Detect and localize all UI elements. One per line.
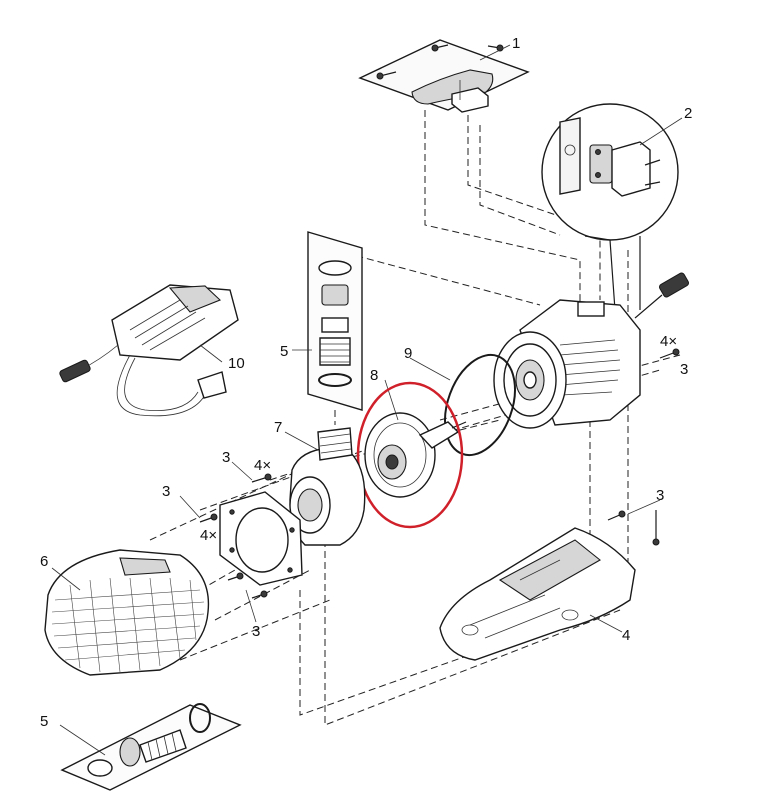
callout-labels: 1 2 4× 3 9 8 5 10 7 3 4× 3 4× 3 6 3 4 5: [40, 35, 692, 730]
impeller-highlight-circle: [356, 381, 464, 529]
callout-1: 1: [512, 35, 520, 52]
part-6-filter-basket: [44, 549, 210, 676]
callout-3-right-bot: 3: [656, 487, 664, 504]
callout-3-right-top: 3: [680, 361, 688, 378]
leader-3-left-top: [231, 461, 253, 481]
screws-base: [607, 510, 660, 546]
callout-4: 4: [622, 627, 630, 644]
leader-10: [199, 344, 223, 363]
callout-4x-right: 4×: [660, 333, 677, 350]
callout-10: 10: [228, 355, 245, 372]
callout-6: 6: [40, 553, 48, 570]
callout-7: 7: [274, 419, 282, 436]
callout-2: 2: [684, 105, 692, 122]
leader-3-left-bot: [245, 589, 257, 623]
motor-housing: [493, 272, 690, 429]
callout-9: 9: [404, 345, 412, 362]
leader-1: [479, 44, 511, 61]
part-8-impeller: [364, 412, 467, 498]
leader-8: [384, 379, 399, 421]
leader-3-right-bot: [627, 499, 661, 515]
part-1-handle-assembly: [358, 39, 530, 113]
leader-2: [639, 117, 683, 146]
callout-3-left-bot: 3: [252, 623, 260, 640]
screws-motor: [659, 348, 680, 359]
leader-4: [589, 614, 623, 633]
part-5-bottom-fittings: [60, 703, 242, 791]
leader-6: [51, 567, 81, 591]
part-4-base: [439, 527, 636, 661]
leader-5-bottom: [59, 724, 106, 756]
part-10-controller: [59, 284, 239, 417]
screws-left: [199, 473, 272, 599]
gasket-plate: [219, 491, 303, 586]
callout-5-bottom: 5: [40, 713, 48, 730]
callout-8: 8: [370, 367, 378, 384]
callout-5-top: 5: [280, 343, 288, 360]
part-5-top-fittings: [307, 231, 363, 411]
callout-4x-left-top: 4×: [254, 457, 271, 474]
part-7-pump-housing: [289, 427, 366, 546]
callout-3-left-mid: 3: [162, 483, 170, 500]
leader-9: [409, 357, 451, 381]
callout-3-left-top: 3: [222, 449, 230, 466]
part-2-connector-detail: [541, 103, 679, 311]
leader-7: [284, 431, 319, 451]
leader-3-left-mid: [179, 495, 201, 519]
callout-4x-left-mid: 4×: [200, 527, 217, 544]
